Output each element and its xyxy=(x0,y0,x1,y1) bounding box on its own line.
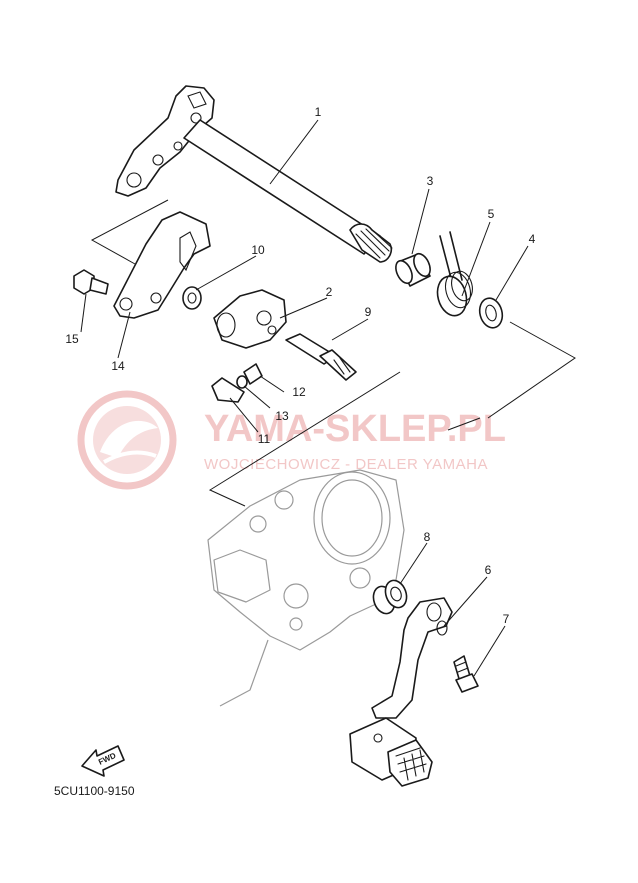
callout-3: 3 xyxy=(427,174,434,188)
assembly-boundary xyxy=(90,199,576,507)
watermark: YAMA-SKLEP.PL WOJCIECHOWICZ - DEALER YAM… xyxy=(77,390,506,490)
crankcase-outline xyxy=(207,469,405,707)
callout-13: 13 xyxy=(275,409,289,423)
watermark-title: YAMA-SKLEP.PL xyxy=(204,408,506,450)
fwd-arrow-icon: FWD xyxy=(81,745,125,777)
shift-lever-plate xyxy=(113,211,211,319)
callout-12: 12 xyxy=(292,385,306,399)
bolt-7 xyxy=(453,655,479,693)
collar-bush xyxy=(395,252,431,287)
shift-shaft xyxy=(115,85,393,263)
watermark-subtitle: WOJCIECHOWICZ - DEALER YAMAHA xyxy=(204,456,488,473)
leader-lines xyxy=(80,119,529,677)
callout-7: 7 xyxy=(503,612,510,626)
torsion-spring xyxy=(436,231,473,317)
stopper-lever xyxy=(213,289,287,349)
callout-4: 4 xyxy=(529,232,536,246)
washer xyxy=(478,297,504,329)
callout-labels: 1 2 3 4 5 6 7 8 9 10 11 12 13 14 15 xyxy=(65,105,535,626)
callout-5: 5 xyxy=(488,207,495,221)
washer-10 xyxy=(182,286,202,310)
part-code: 5CU1100-9150 xyxy=(54,784,135,798)
bolt-15 xyxy=(73,269,109,295)
callout-1: 1 xyxy=(315,105,322,119)
small-pin xyxy=(236,375,248,389)
callout-8: 8 xyxy=(424,530,431,544)
small-spring xyxy=(243,363,263,385)
callout-15: 15 xyxy=(65,332,79,346)
callout-10: 10 xyxy=(251,243,265,257)
oil-seal xyxy=(372,579,408,615)
shift-pedal xyxy=(349,597,453,787)
callout-9: 9 xyxy=(365,305,372,319)
callout-11: 11 xyxy=(258,432,271,446)
ratchet-piece xyxy=(211,377,245,403)
callout-14: 14 xyxy=(111,359,125,373)
pin-stud xyxy=(285,333,357,381)
callout-6: 6 xyxy=(485,563,492,577)
callout-2: 2 xyxy=(326,285,333,299)
watermark-logo-icon xyxy=(77,390,177,490)
